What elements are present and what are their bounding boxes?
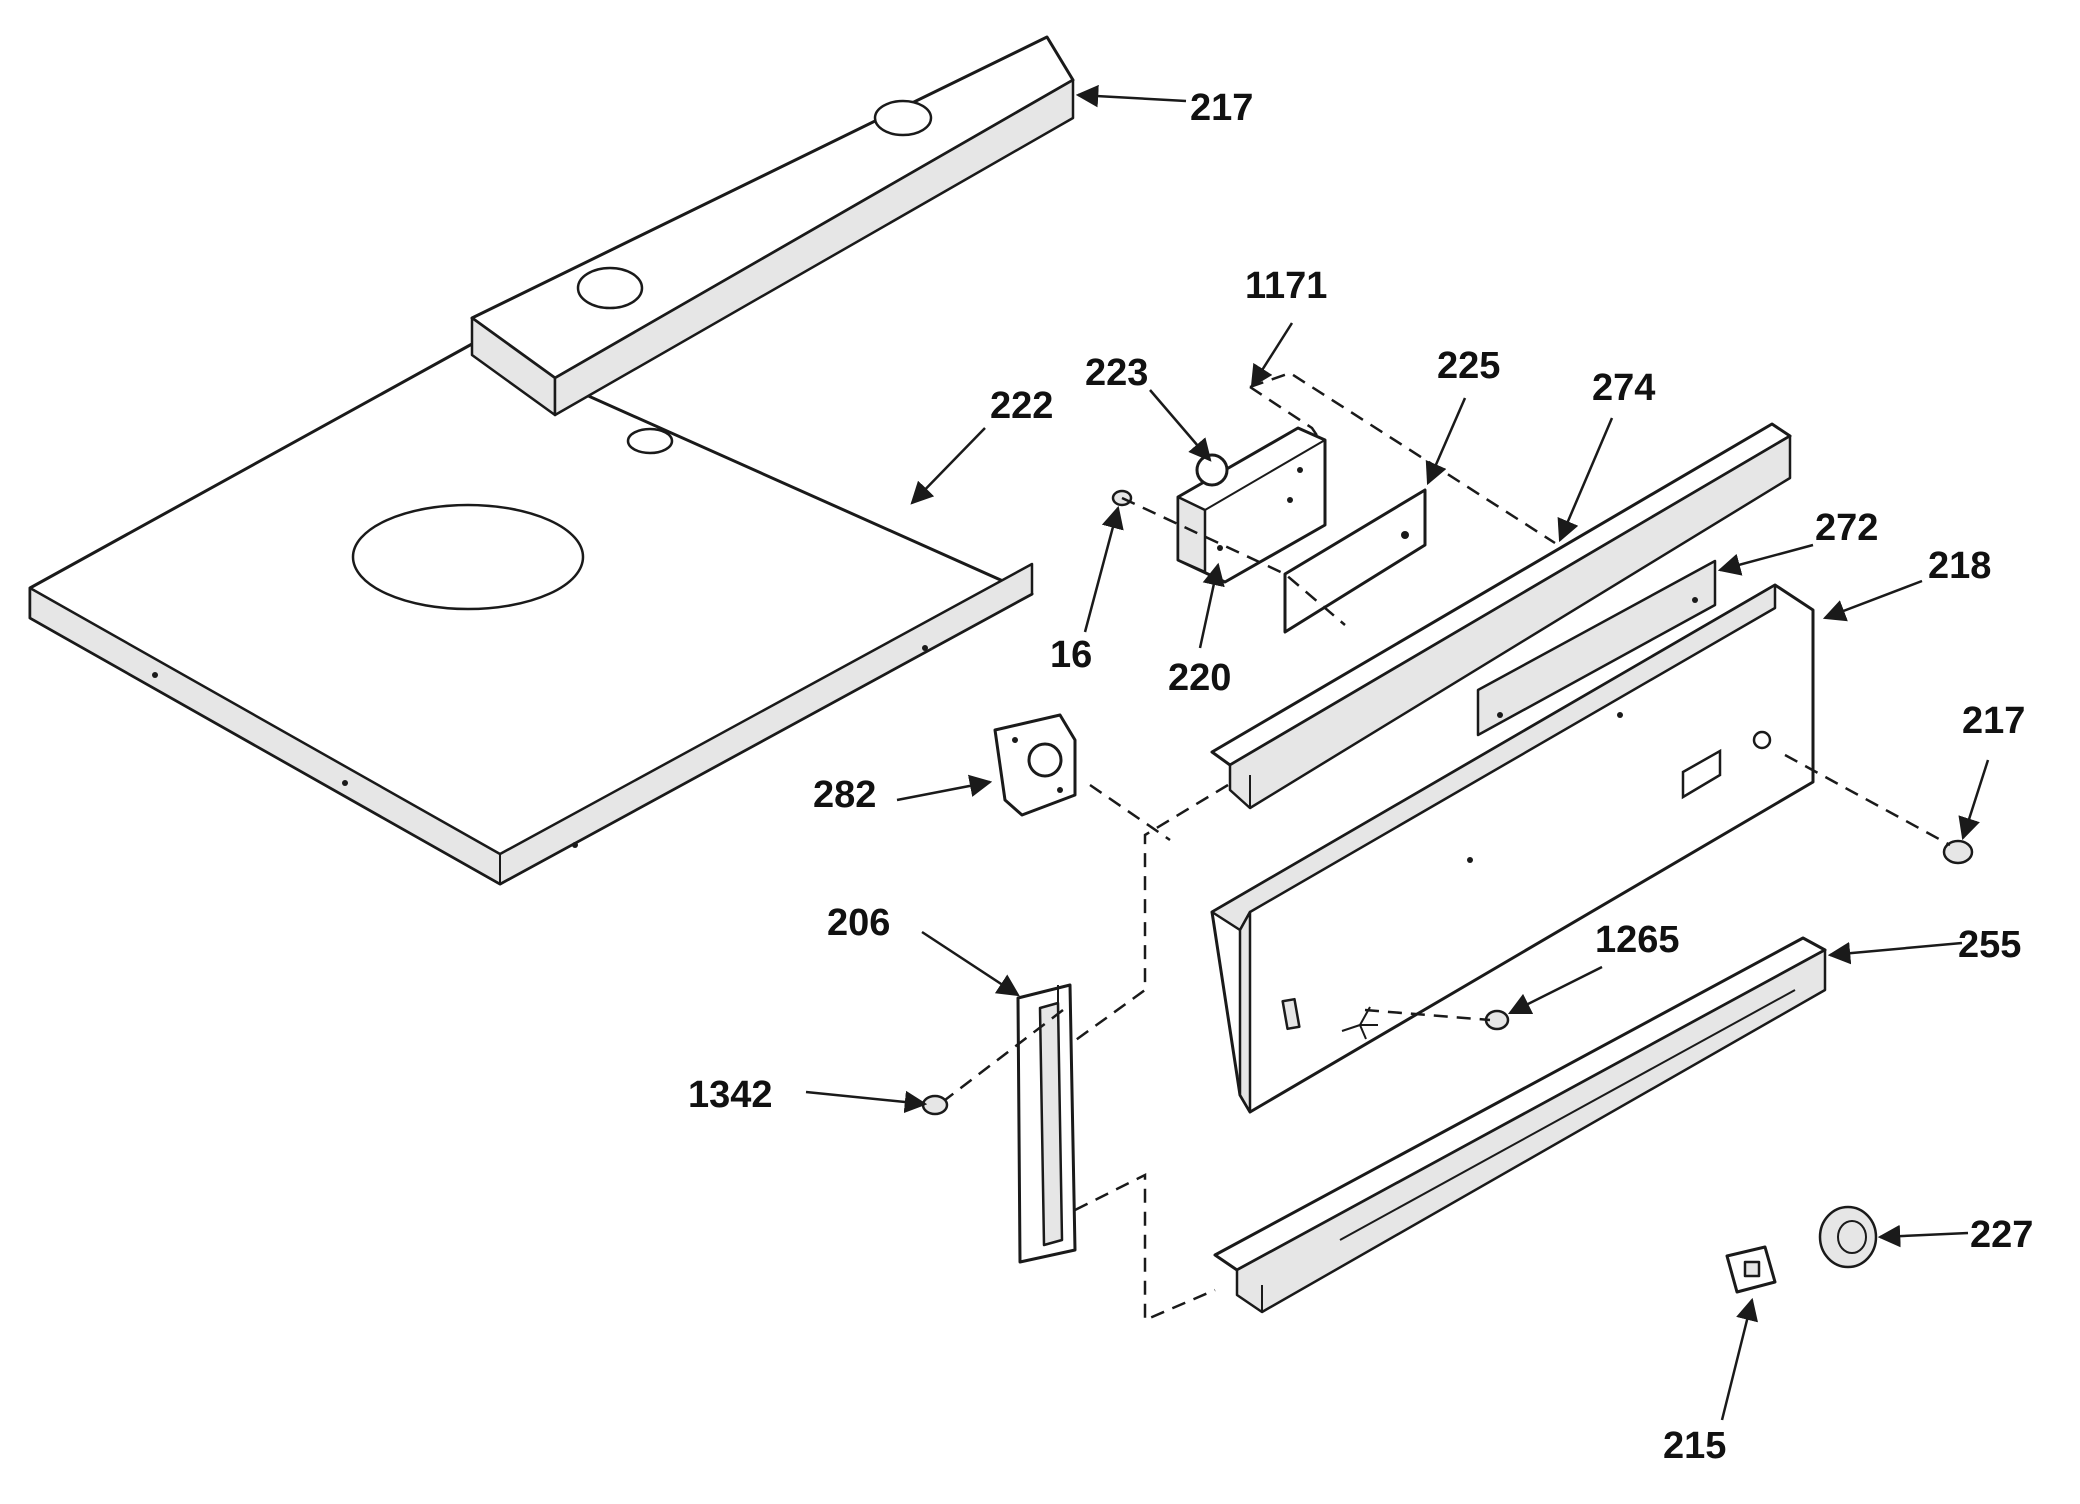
label-1342: 1342: [688, 1074, 773, 1116]
label-206: 206: [827, 902, 890, 944]
control-panel-part: [1210, 583, 1815, 1114]
knob-part: [1942, 839, 1974, 865]
label-223: 223: [1085, 352, 1148, 394]
label-274: 274: [1592, 367, 1655, 409]
label-218: 218: [1928, 545, 1991, 587]
label-217-right: 217: [1962, 700, 2025, 742]
label-220: 220: [1168, 657, 1231, 699]
label-255: 255: [1958, 924, 2021, 966]
thermostat-part: [993, 713, 1077, 817]
label-272: 272: [1815, 507, 1878, 549]
label-217-top: 217: [1190, 87, 1253, 129]
upper-channel-part: [1210, 422, 1792, 810]
control-knob-part: [1818, 1205, 1878, 1269]
screw-1342-part: [921, 1094, 949, 1116]
timer-switch-part: [1176, 426, 1327, 584]
label-215: 215: [1663, 1425, 1726, 1467]
top-panel-part: [28, 342, 1034, 886]
label-227: 227: [1970, 1214, 2033, 1256]
trim-strip-part: [1476, 559, 1717, 737]
rear-bracket-part: [470, 35, 1075, 417]
label-16: 16: [1050, 634, 1092, 676]
callout-labels: 217 222 1171 223 225 274 272 218 16 220 …: [688, 87, 2033, 1467]
label-225: 225: [1437, 345, 1500, 387]
switch-part: [1725, 1245, 1777, 1294]
label-222: 222: [990, 385, 1053, 427]
label-1171: 1171: [1245, 265, 1327, 307]
mounting-plate-part: [1283, 488, 1427, 634]
lower-channel-part: [1213, 936, 1827, 1314]
label-282: 282: [813, 774, 876, 816]
side-bracket-part: [1016, 983, 1077, 1264]
label-1265: 1265: [1595, 919, 1680, 961]
leader-lines: [805, 84, 1990, 1421]
assembly-lines: [944, 371, 1951, 1322]
